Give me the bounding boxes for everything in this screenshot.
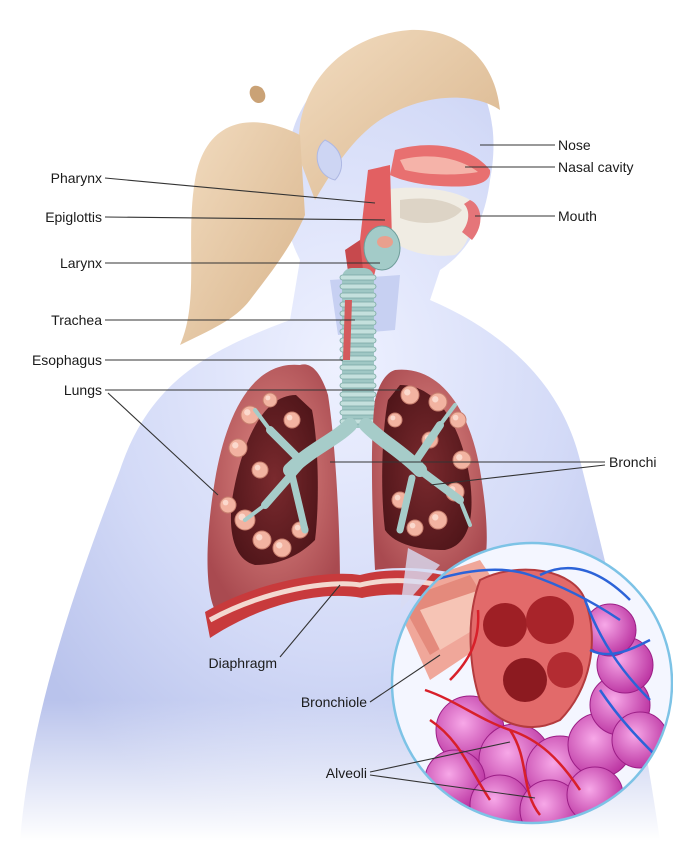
label-esophagus: Esophagus — [32, 352, 102, 368]
alveolar-sac — [263, 393, 277, 407]
alveolar-sac — [450, 412, 466, 428]
alveolar-sac-highlight — [456, 454, 462, 460]
alveolar-sac — [388, 413, 402, 427]
alveolar-sac — [284, 412, 300, 428]
label-bronchiole: Bronchiole — [301, 694, 367, 710]
trachea-ring — [340, 410, 376, 415]
alveolar-sac-highlight — [276, 542, 282, 548]
alveolar-sac-highlight — [453, 415, 459, 421]
trachea-ring — [340, 401, 376, 406]
label-alveoli: Alveoli — [326, 765, 367, 781]
label-nose: Nose — [558, 137, 591, 153]
alveolar-sac — [273, 539, 291, 557]
alveolar-sac-highlight — [244, 409, 250, 415]
label-larynx: Larynx — [60, 255, 102, 271]
alveolar-sac-highlight — [265, 395, 270, 400]
alveolar-sac-highlight — [410, 523, 416, 529]
label-lungs: Lungs — [64, 382, 102, 398]
alveolar-sac — [407, 520, 423, 536]
alveolar-sac — [401, 386, 419, 404]
alveolar-sac-highlight — [404, 389, 410, 395]
alveolar-sac-highlight — [432, 396, 438, 402]
alveolar-sac-highlight — [395, 495, 401, 501]
alveolar-sac — [229, 439, 247, 457]
alveolar-sac-highlight — [390, 415, 395, 420]
alveolar-sac — [220, 497, 236, 513]
alveolar-sac — [429, 511, 447, 529]
alveolar-sac-highlight — [432, 514, 438, 520]
trachea-ring — [340, 365, 376, 370]
alveolar-sac — [252, 462, 268, 478]
alveolar-sac — [253, 531, 271, 549]
trachea-ring — [340, 275, 376, 280]
trachea-ring — [340, 374, 376, 379]
alveolar-sac-highlight — [232, 442, 238, 448]
label-bronchi: Bronchi — [609, 454, 656, 470]
alveolar-sac-highlight — [287, 415, 293, 421]
alveolar-sac — [453, 451, 471, 469]
label-diaphragm: Diaphragm — [209, 655, 277, 671]
trachea-ring — [340, 392, 376, 397]
label-epiglottis: Epiglottis — [45, 209, 102, 225]
label-mouth: Mouth — [558, 208, 597, 224]
label-nasal-cavity: Nasal cavity — [558, 159, 633, 175]
label-trachea: Trachea — [51, 312, 102, 328]
alveolar-sac — [429, 393, 447, 411]
alveolar-sac-highlight — [223, 500, 229, 506]
alveolar-sac-highlight — [255, 465, 261, 471]
alveolar-sac-highlight — [256, 534, 262, 540]
trachea-ring — [340, 284, 376, 289]
label-pharynx: Pharynx — [51, 170, 102, 186]
trachea-ring — [340, 383, 376, 388]
alveolar-sac-highlight — [295, 525, 301, 531]
trachea-ring — [340, 293, 376, 298]
